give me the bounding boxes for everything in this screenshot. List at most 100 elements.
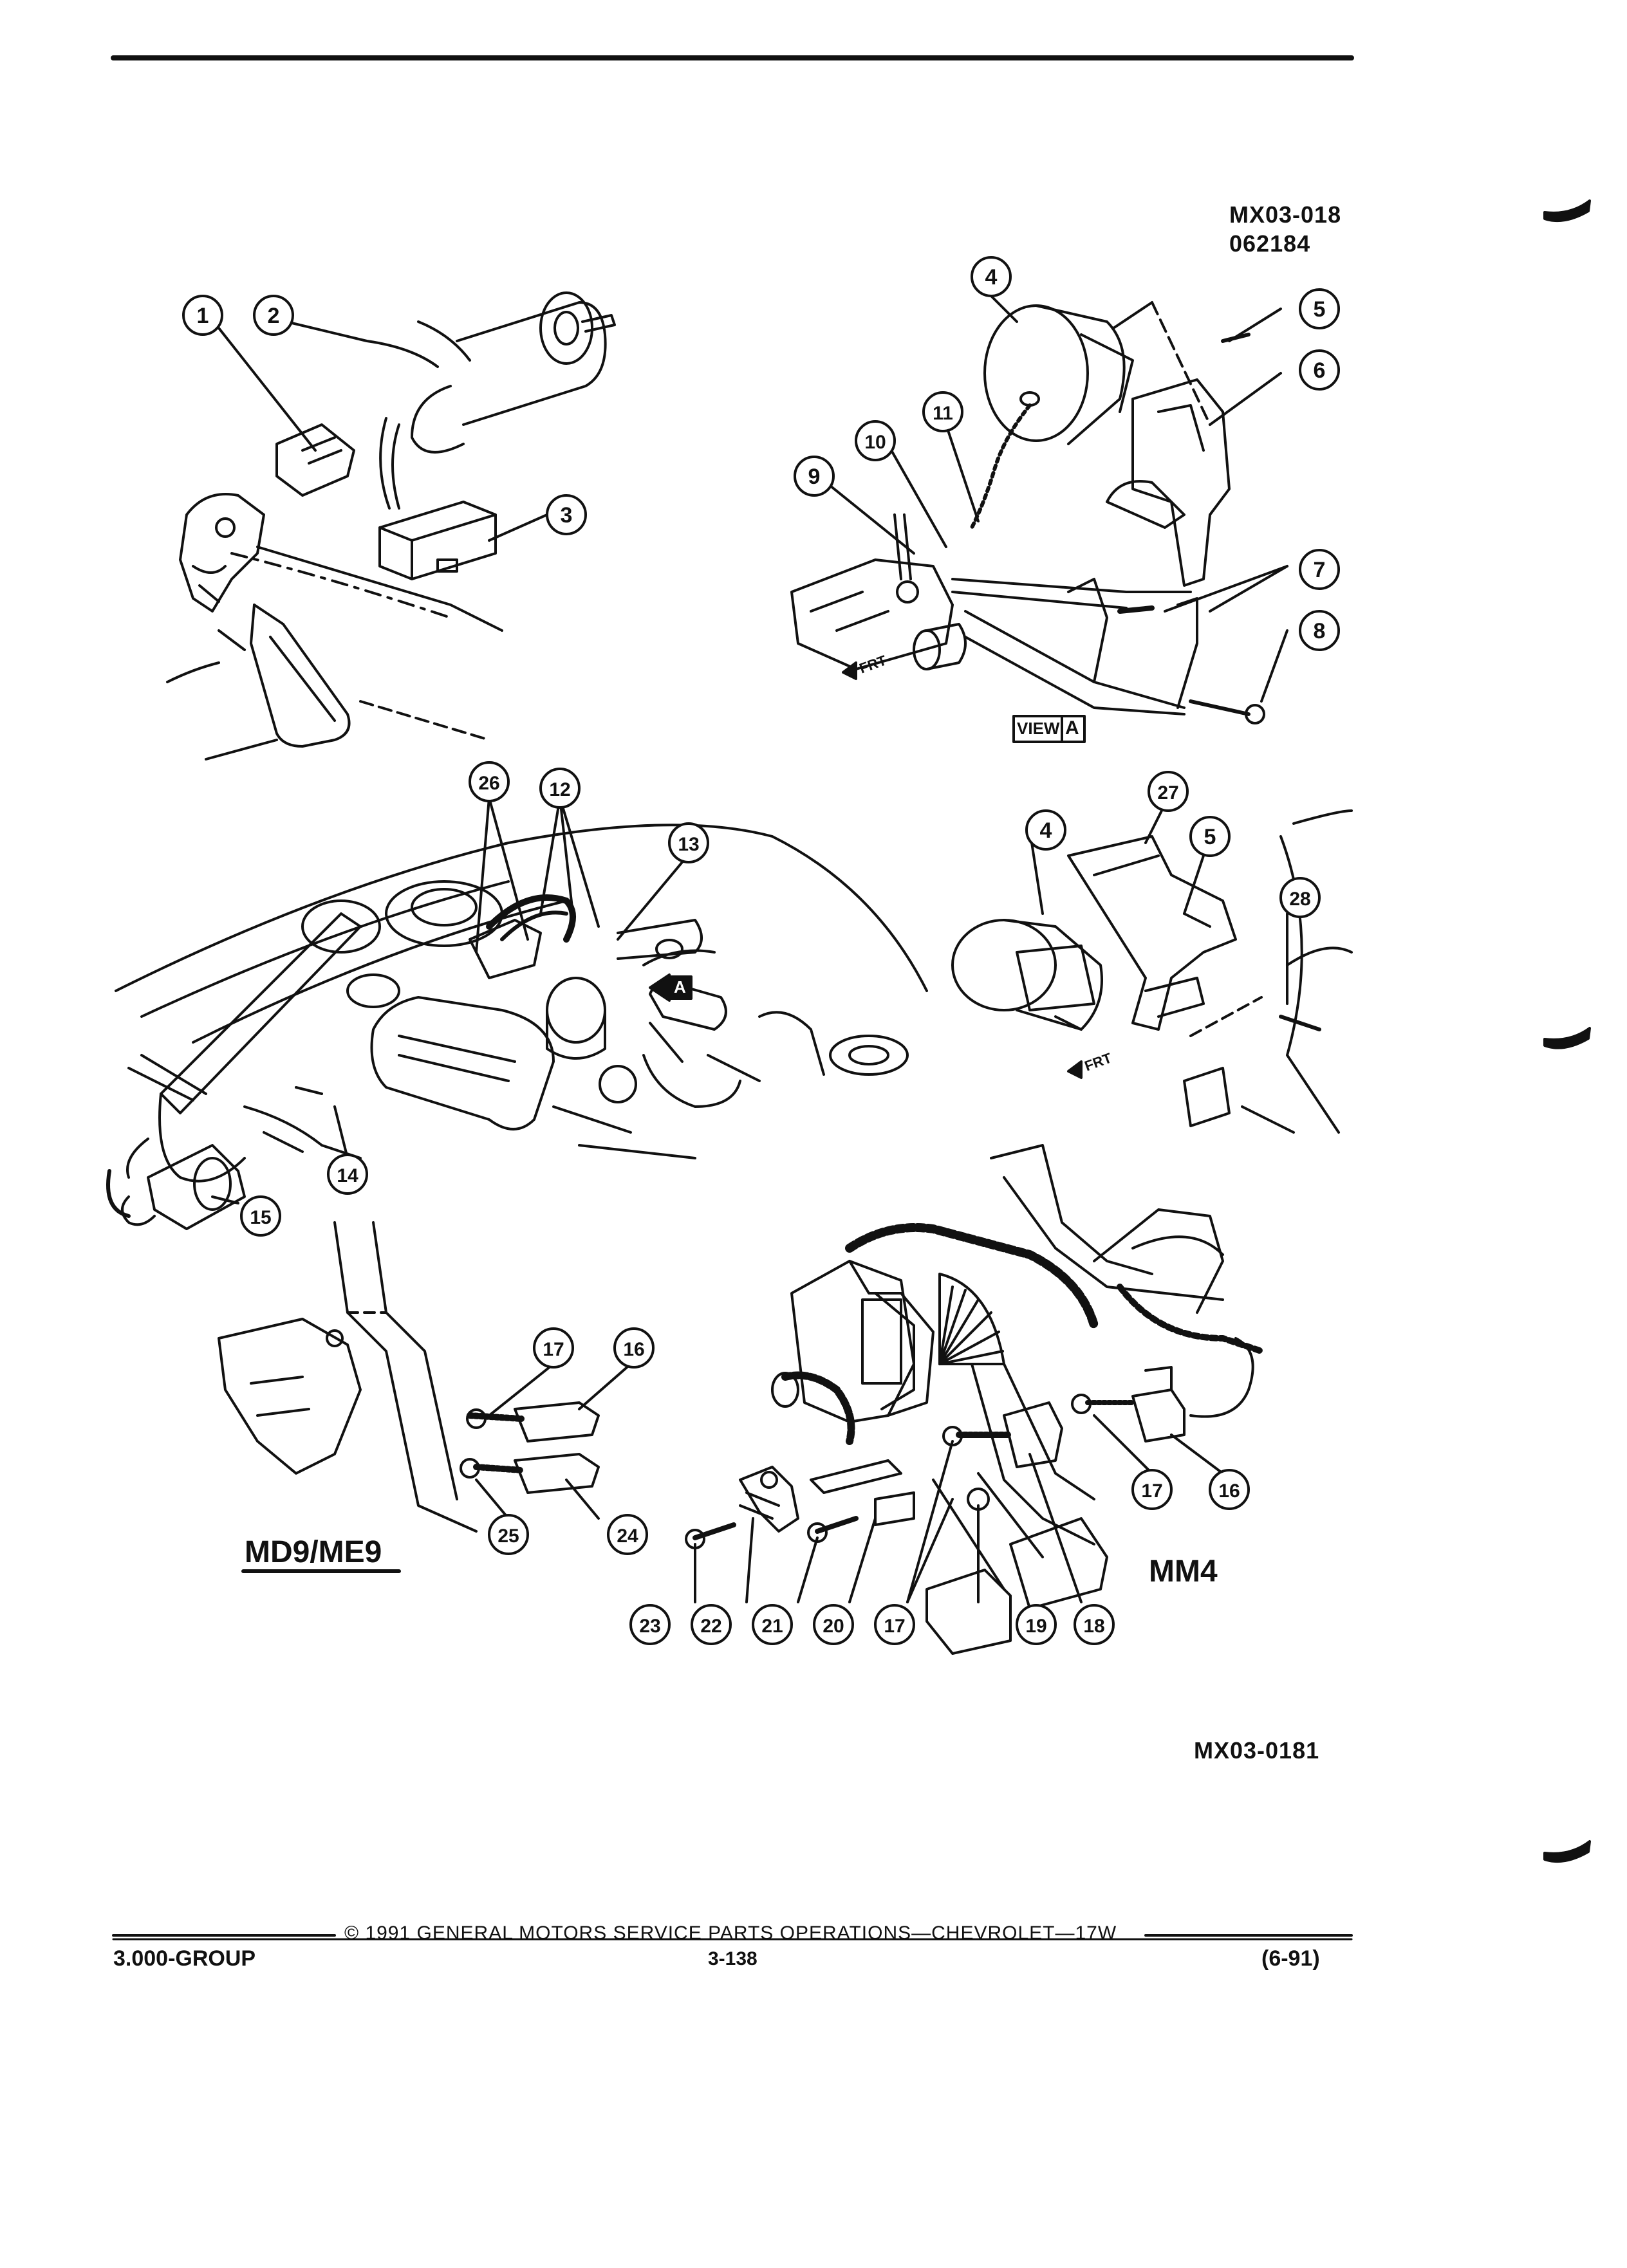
callout-circle <box>1025 809 1066 851</box>
figure-code-date: 062184 <box>1229 230 1311 257</box>
callout-circle <box>1209 1469 1250 1510</box>
footer-group: 3.000-GROUP <box>113 1946 256 1971</box>
callout-label: 1 <box>197 304 209 328</box>
callout-circle <box>813 1604 854 1645</box>
figure-code-top: MX03-018 <box>1229 201 1342 228</box>
arrow-letter: A <box>674 977 686 997</box>
view-letter: A <box>1065 717 1079 739</box>
callout-label: 12 <box>549 779 570 800</box>
callout-c27: 27 <box>1148 771 1189 812</box>
callout-circle <box>855 420 896 461</box>
callout-label: 26 <box>478 773 499 794</box>
callout-c16a: 16 <box>613 1327 655 1369</box>
callout-circle <box>1299 549 1340 590</box>
callout-c15: 15 <box>240 1195 281 1237</box>
callout-circle <box>469 761 510 802</box>
md9-me9-drawing <box>218 1221 632 1573</box>
callout-c23: 23 <box>629 1604 671 1645</box>
callout-label: 17 <box>1141 1480 1162 1502</box>
callout-label: 13 <box>678 834 699 855</box>
callout-circle <box>1299 610 1340 651</box>
callout-label: 8 <box>1314 619 1326 643</box>
callout-label: 5 <box>1314 297 1326 322</box>
callout-circle <box>613 1327 655 1369</box>
callout-label: 16 <box>1218 1480 1240 1502</box>
callout-c13: 13 <box>668 822 709 863</box>
callout-c7: 7 <box>1299 549 1340 590</box>
callout-c3: 3 <box>546 494 587 535</box>
callout-c1: 1 <box>182 295 223 336</box>
callout-c16b: 16 <box>1209 1469 1250 1510</box>
footer-date: (6-91) <box>1261 1946 1320 1971</box>
callout-c24: 24 <box>607 1514 648 1555</box>
callout-label: 5 <box>1204 825 1216 849</box>
callout-label: 20 <box>823 1616 844 1637</box>
callout-circle <box>922 391 963 432</box>
callout-label: 11 <box>933 403 953 424</box>
callout-circle <box>1299 349 1340 391</box>
callout-c17a: 17 <box>533 1327 574 1369</box>
callout-c14: 14 <box>327 1154 368 1195</box>
callout-circle <box>629 1604 671 1645</box>
callout-label: 21 <box>761 1616 783 1637</box>
callout-label: 6 <box>1314 358 1326 383</box>
callout-circle <box>1299 288 1340 329</box>
callout-c6: 6 <box>1299 349 1340 391</box>
callout-circle <box>240 1195 281 1237</box>
callout-c17c: 17 <box>874 1604 915 1645</box>
callout-c22: 22 <box>691 1604 732 1645</box>
callout-circle <box>1016 1604 1057 1645</box>
callout-circle <box>488 1514 529 1555</box>
margin-mark-top <box>1543 199 1591 223</box>
callout-label: 18 <box>1083 1616 1104 1637</box>
callout-circle <box>539 768 581 809</box>
callout-label: 17 <box>884 1616 905 1637</box>
callout-c8: 8 <box>1299 610 1340 651</box>
callout-label: 23 <box>639 1616 660 1637</box>
callout-circle <box>794 456 835 497</box>
callout-circle <box>1131 1469 1173 1510</box>
callout-c2: 2 <box>253 295 294 336</box>
callout-circle <box>327 1154 368 1195</box>
callout-circle <box>182 295 223 336</box>
footer-copyright: © 1991 GENERAL MOTORS SERVICE PARTS OPER… <box>344 1922 1117 1944</box>
variant-label-right: MM4 <box>1149 1554 1218 1589</box>
callout-c18: 18 <box>1074 1604 1115 1645</box>
margin-mark-bottom <box>1543 1840 1591 1863</box>
callout-c21: 21 <box>752 1604 793 1645</box>
callout-circle <box>546 494 587 535</box>
callout-circle <box>1148 771 1189 812</box>
callout-label: 24 <box>617 1526 638 1547</box>
callout-c17b: 17 <box>1131 1469 1173 1510</box>
callout-c19: 19 <box>1016 1604 1057 1645</box>
callout-c4a: 4 <box>971 256 1012 297</box>
callout-label: 15 <box>250 1207 271 1228</box>
callout-circle <box>1279 877 1321 918</box>
callout-c26: 26 <box>469 761 510 802</box>
callout-label: 17 <box>543 1339 564 1360</box>
callout-label: 19 <box>1025 1616 1046 1637</box>
margin-mark-middle <box>1543 1027 1591 1049</box>
callout-c9: 9 <box>794 456 835 497</box>
callout-label: 10 <box>864 432 886 453</box>
callout-label: 27 <box>1157 782 1178 804</box>
callout-c25: 25 <box>488 1514 529 1555</box>
callout-circle <box>971 256 1012 297</box>
callout-label: 9 <box>808 465 821 489</box>
callout-label: 7 <box>1314 558 1326 582</box>
callout-circle <box>874 1604 915 1645</box>
engine-bay-drawing <box>106 797 928 1230</box>
callout-label: 4 <box>1040 818 1052 843</box>
callout-label: 25 <box>497 1526 519 1547</box>
figure-code-bottom: MX03-0181 <box>1194 1737 1320 1764</box>
callout-circle <box>691 1604 732 1645</box>
callout-label: 14 <box>337 1165 358 1186</box>
callout-c12: 12 <box>539 768 581 809</box>
view-label: VIEW <box>1017 719 1060 738</box>
callout-circle <box>533 1327 574 1369</box>
mid-right-servo-drawing <box>951 797 1353 1134</box>
callout-circle <box>607 1514 648 1555</box>
